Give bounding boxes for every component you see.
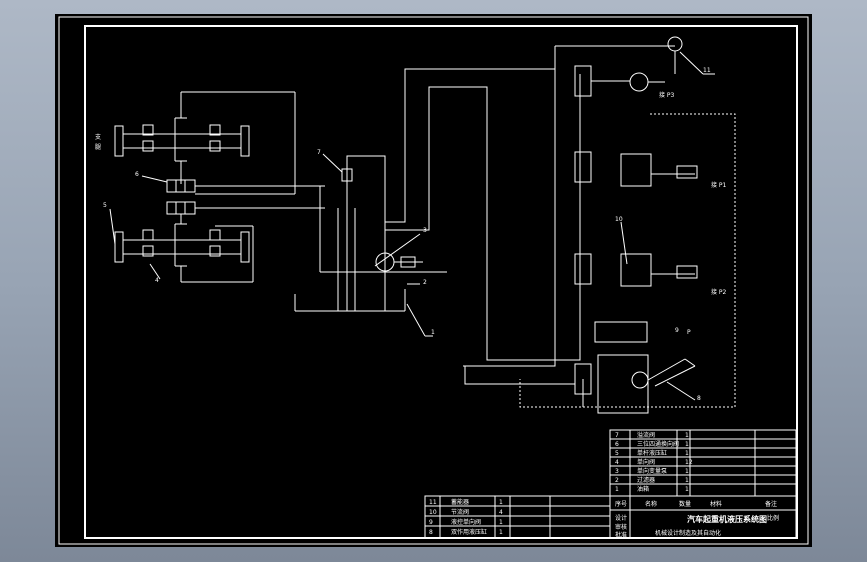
bom-cell-name: 节流阀 [451,508,469,516]
callout-4: 4 [155,277,159,284]
bom-header-no: 序号 [615,500,627,508]
output-label-3: 接 P3 [659,91,675,99]
outer-frame [58,16,809,545]
callout-numbers: 1 2 3 4 5 6 7 8 9 10 11 [103,67,711,402]
callout-3: 3 [423,227,427,234]
bom-cell-qty: 1 [685,486,689,493]
designer-label: 设计 [615,514,627,522]
bom-cell-qty: 4 [499,509,503,516]
outrigger-cylinder-top [114,91,296,184]
checker-label: 审核 [615,523,627,531]
bom-cell-name: 单向阀 [637,458,655,466]
bom-cell-name: 溢流阀 [637,431,655,439]
bom-cell-no: 6 [615,441,619,448]
callout-11: 11 [703,67,711,74]
callout-2: 2 [423,279,427,286]
bom-cell-name: 过滤器 [637,476,655,484]
bom-cell-qty: 1 [685,441,689,448]
bom-cell-no: 1 [615,486,619,493]
output-label-1: 接 P1 [711,181,727,189]
bom-cell-qty: 12 [685,459,693,466]
bom-cell-no: 3 [615,468,619,475]
bom-cell-name: 三位四通换向阀 [637,440,679,448]
bom-cell-no: 2 [615,477,619,484]
bom-cell-qty: 1 [499,529,503,536]
bom-cell-name: 单向变量泵 [637,467,667,475]
approver-label: 批准 [615,531,627,539]
title-block-lines [424,429,797,539]
school-label: 机械设计制造及其自动化 [655,529,721,537]
hydraulic-schematic: 1 2 3 4 5 6 7 8 9 10 11 接 P1 接 P2 接 P3 P… [58,16,809,545]
bom-cell-name: 液控单向阀 [451,518,481,526]
bom-cell-no: 11 [429,499,437,506]
outrigger-cylinder-bottom [114,214,254,283]
bom-cell-qty: 1 [685,432,689,439]
bom-cell-qty: 1 [499,499,503,506]
callout-leaders [109,51,715,401]
bom-cell-name: 单杆液压缸 [637,449,667,457]
pressure-label: P [687,329,691,336]
valve-stack-right [519,36,736,414]
cylinder-label-b: 腿 [95,144,101,151]
drawing-title: 汽车起重机液压系统图 [687,514,767,524]
bom-cell-qty: 1 [685,477,689,484]
bom-cell-no: 5 [615,450,619,457]
bom-cell-name: 油箱 [637,485,649,493]
bom-header-material: 材料 [710,500,722,508]
title-block: 汽车起重机液压系统图 设计 审核 批准 机械设计制造及其自动化 比例 [615,514,779,539]
output-label-2: 接 P2 [711,288,727,296]
directional-valves [166,171,325,215]
bom-cell-no: 4 [615,459,619,466]
pump-group [294,155,447,312]
bom-cell-qty: 1 [685,468,689,475]
bom-cell-qty: 1 [685,450,689,457]
callout-6: 6 [135,171,139,178]
bom-cell-no: 7 [615,432,619,439]
bom-cell-no: 10 [429,509,437,516]
bom-cell-name: 双作用液压缸 [451,528,487,536]
callout-8: 8 [697,395,701,402]
scale-label: 比例 [767,514,779,522]
bom-header: 序号 名称 数量 材料 备注 [615,500,777,508]
bom-cell-no: 8 [429,529,433,536]
bom-header-qty: 数量 [679,500,691,508]
cylinder-label-a: 支 [95,133,101,141]
bom-header-name: 名称 [645,500,657,508]
bom-cell-name: 蓄能器 [451,498,469,506]
callout-9: 9 [675,327,679,334]
drawing-viewport[interactable]: 1 2 3 4 5 6 7 8 9 10 11 接 P1 接 P2 接 P3 P… [55,14,812,547]
callout-7: 7 [317,149,321,156]
bom-table-lower: 11 蓄能器 1 10 节流阀 4 9 液控单向阀 1 8 双作用液压缸 1 [429,498,503,536]
callout-10: 10 [615,216,623,223]
main-pipes [385,45,675,407]
callout-1: 1 [431,329,435,336]
bom-cell-no: 9 [429,519,433,526]
callout-5: 5 [103,202,107,209]
bom-header-remark: 备注 [765,500,777,508]
bom-cell-qty: 1 [499,519,503,526]
diagram-labels: 接 P1 接 P2 接 P3 P 支 腿 [95,91,727,336]
